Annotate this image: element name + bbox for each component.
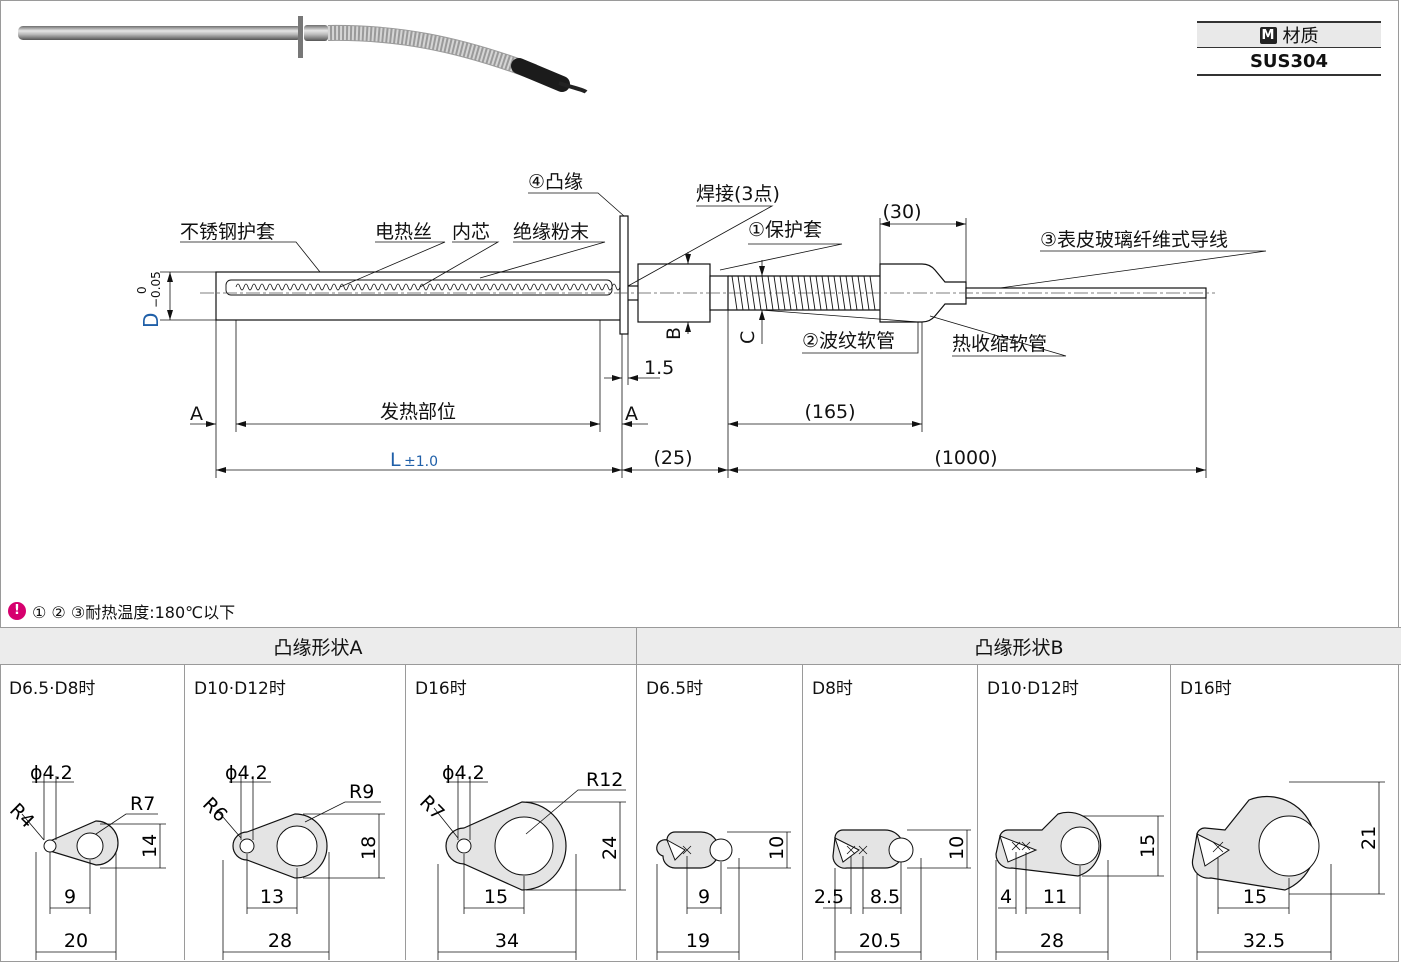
- dim-d-letter: D: [139, 313, 163, 328]
- dim-heat-zone: 发热部位: [380, 401, 456, 423]
- shape-a-cell-d10-12: D10·D12时 ϕ4.2 R6 R9 18 13 28: [185, 664, 406, 960]
- dim-a-left: A: [190, 403, 203, 425]
- callout-shrink: 热收缩软管: [952, 333, 1047, 355]
- callout-bellows: ②波纹软管: [802, 330, 895, 352]
- pitch-b-dim: 11: [1043, 886, 1067, 908]
- dim-b: B: [663, 327, 685, 340]
- dim-a-right: A: [625, 403, 638, 425]
- height-dim: 14: [139, 834, 161, 858]
- height-dim: 18: [358, 836, 380, 860]
- length-dim: 20.5: [859, 930, 901, 952]
- callout-powder: 绝缘粉末: [513, 221, 589, 243]
- hole-dim: ϕ4.2: [30, 762, 73, 784]
- shape-a-cell-label: D16时: [415, 679, 467, 699]
- height-dim: 21: [1358, 826, 1380, 850]
- length-dim: 28: [1040, 930, 1064, 952]
- shape-b-cell-label: D8时: [812, 679, 853, 699]
- length-dim: 32.5: [1243, 930, 1285, 952]
- r-big: R9: [349, 781, 374, 803]
- material-label: 材质: [1282, 26, 1319, 47]
- dim-d-tol-upper: 0: [135, 286, 149, 294]
- pitch-b-dim: 8.5: [870, 886, 900, 908]
- shape-b-cell-d6-5: D6.5时 10 9 19: [637, 664, 803, 960]
- pitch-dim: 15: [1243, 886, 1267, 908]
- main-drawing: 不锈钢护套 电热丝 内芯 绝缘粉末 ④凸缘 焊接(3点) ①保护套 ③表皮玻璃纤…: [135, 171, 1267, 478]
- pitch-dim: 9: [698, 886, 710, 908]
- shape-b-cell-label: D16时: [1180, 679, 1232, 699]
- height-dim: 24: [599, 836, 621, 860]
- dim-1-5: 1.5: [644, 357, 674, 379]
- dim-c: C: [737, 331, 759, 344]
- callout-sheath: 不锈钢护套: [180, 221, 275, 243]
- length-dim: 34: [495, 930, 519, 952]
- shape-b-cell-label: D10·D12时: [987, 679, 1079, 699]
- heat-resistance-note: ! ① ② ③耐热温度:180℃以下: [8, 599, 235, 623]
- length-dim: 20: [64, 930, 88, 952]
- material-icon: M: [1259, 26, 1277, 44]
- r-big: R7: [130, 793, 155, 815]
- dim-l-tol: ±1.0: [404, 454, 438, 470]
- dim-1000: (1000): [934, 447, 997, 469]
- callout-core: 内芯: [452, 221, 490, 243]
- shape-b-cell-d10-12: D10·D12时 15 4 11 28: [978, 664, 1171, 960]
- height-dim: 10: [766, 836, 788, 860]
- shape-b-cell-d16: D16时 21 15 32.5: [1171, 664, 1401, 960]
- r-big: R12: [586, 769, 623, 791]
- material-box: M 材质 SUS304: [1197, 21, 1381, 76]
- shape-a-cell-label: D10·D12时: [194, 679, 286, 699]
- shape-b-cell-d8: D8时 10 2.5 8.5 20.5: [803, 664, 978, 960]
- material-value: SUS304: [1197, 48, 1381, 76]
- pitch-a-dim: 2.5: [814, 886, 844, 908]
- pitch-a-dim: 4: [1000, 886, 1012, 908]
- warning-icon: !: [8, 602, 26, 620]
- flange-shapes-table: 凸缘形状A 凸缘形状B D6.5·D8时 ϕ4.2 R4 R7 14: [0, 627, 1401, 962]
- hole-dim: ϕ4.2: [225, 762, 268, 784]
- length-dim: 19: [686, 930, 710, 952]
- pitch-dim: 13: [260, 886, 284, 908]
- callout-wire: 电热丝: [375, 221, 432, 243]
- shape-a-title: 凸缘形状A: [273, 636, 363, 659]
- shape-b-header: 凸缘形状B: [637, 627, 1401, 665]
- dim-d-tol-lower: −0.05: [149, 271, 163, 308]
- shape-b-cell-label: D6.5时: [646, 679, 704, 699]
- dim-25: (25): [653, 447, 692, 469]
- shape-a-cell-label: D6.5·D8时: [9, 679, 96, 699]
- length-dim: 28: [268, 930, 292, 952]
- dim-30: (30): [882, 201, 921, 223]
- pitch-dim: 9: [64, 886, 76, 908]
- shape-a-cell-d16: D16时 ϕ4.2 R7 R12 24 15 34: [406, 664, 637, 960]
- height-dim: 15: [1137, 834, 1159, 858]
- height-dim: 10: [946, 836, 968, 860]
- note-text: ① ② ③耐热温度:180℃以下: [32, 603, 236, 622]
- dim-165: (165): [804, 401, 855, 423]
- shape-a-cell-d6-8: D6.5·D8时 ϕ4.2 R4 R7 14 9 20: [0, 664, 185, 960]
- product-photo: [18, 16, 588, 94]
- shape-a-header: 凸缘形状A: [0, 627, 637, 665]
- callout-protect: ①保护套: [748, 219, 822, 241]
- callout-flange: ④凸缘: [528, 171, 583, 193]
- shape-b-title: 凸缘形状B: [974, 636, 1064, 659]
- dim-l-letter: L: [390, 449, 401, 471]
- callout-weld: 焊接(3点): [696, 183, 780, 205]
- hole-dim: ϕ4.2: [442, 762, 485, 784]
- callout-lead: ③表皮玻璃纤维式导线: [1040, 229, 1228, 251]
- material-header: M 材质: [1197, 21, 1381, 48]
- pitch-dim: 15: [484, 886, 508, 908]
